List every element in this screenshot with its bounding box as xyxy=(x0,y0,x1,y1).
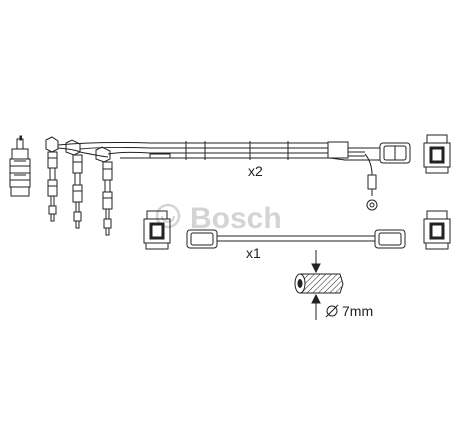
cable-harness xyxy=(57,141,380,176)
plug-connector-left-icon xyxy=(143,210,171,250)
cable-cross-section-icon xyxy=(294,250,344,320)
short-wire-quantity-label: x1 xyxy=(246,245,261,261)
spark-plug-connector-3-icon xyxy=(95,146,113,236)
long-wire-terminal-icon xyxy=(379,142,411,164)
spark-plug-connector-2-icon xyxy=(65,139,83,229)
plug-connector-right-icon xyxy=(423,210,451,250)
bosch-logo-icon xyxy=(155,203,181,229)
plug-connector-top-icon xyxy=(423,134,451,174)
bosch-logo-mark xyxy=(161,215,175,223)
coil-boot-icon xyxy=(9,135,31,197)
ring-terminal-icon xyxy=(366,174,378,211)
short-cable xyxy=(186,229,406,249)
diameter-label: 7mm xyxy=(325,303,373,319)
diameter-value: 7mm xyxy=(342,303,373,319)
diameter-icon xyxy=(326,305,338,317)
long-wire-quantity-label: x2 xyxy=(248,163,263,179)
bosch-watermark: Bosch xyxy=(155,202,282,235)
spark-plug-connector-1-icon xyxy=(45,136,59,222)
